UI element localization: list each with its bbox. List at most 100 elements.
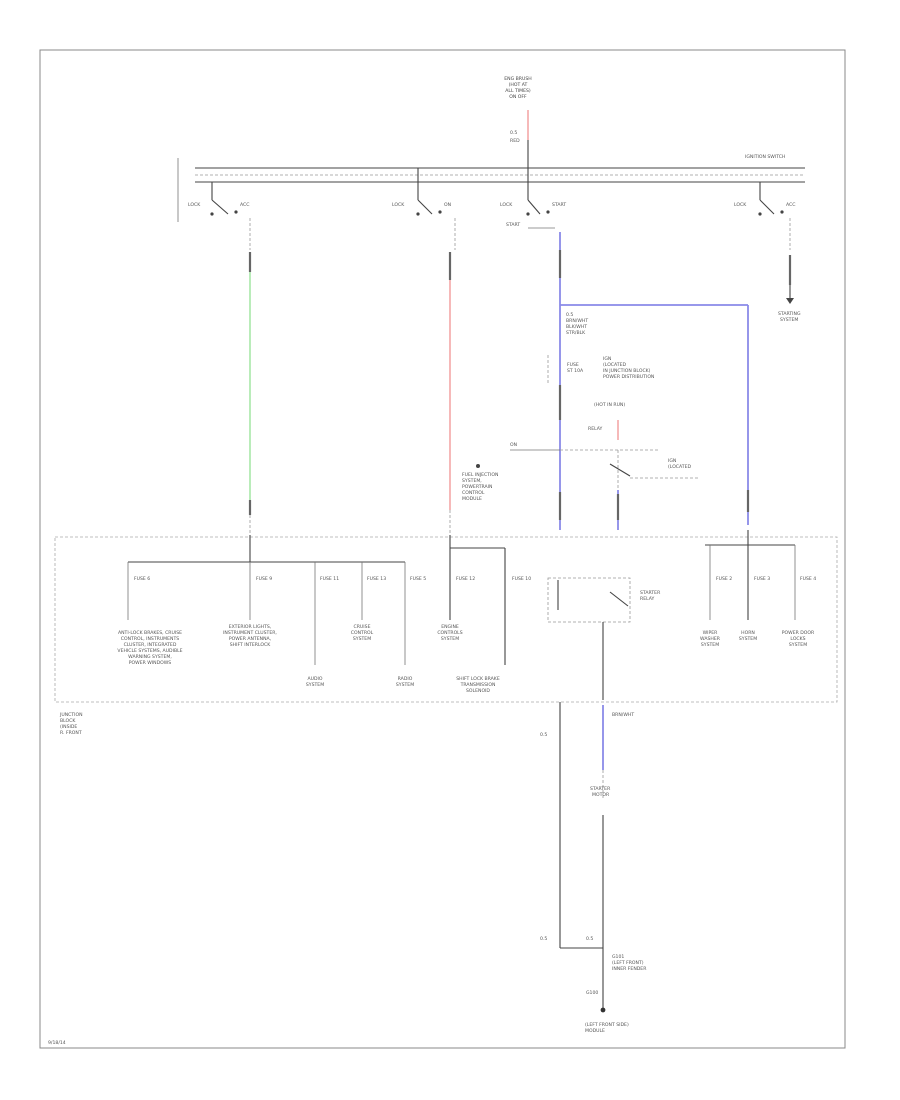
fuse-tag-6: FUSE 12	[456, 576, 475, 582]
ground-point	[600, 1007, 606, 1013]
second-fuse-line-3: POWER ANTENNA,	[229, 636, 272, 642]
junction-block	[54, 536, 838, 703]
starter-relay-1: STARTER	[640, 590, 661, 596]
arrow-down-4	[786, 298, 794, 304]
right2-line-1: HORN	[741, 630, 755, 636]
diagram-frame	[39, 49, 846, 1049]
starter-wire-color: BRN/WHT	[612, 712, 634, 718]
switch-lock-label-4: LOCK	[734, 202, 747, 208]
ground-gauge-left: 0.5	[540, 936, 547, 942]
right1-line-3: SYSTEM	[701, 642, 719, 648]
starter-relay-box	[547, 577, 631, 623]
left-branch-label: ON	[510, 442, 517, 448]
starting-sys-1: STARTING	[778, 311, 801, 317]
fuse-tag-3: FUSE 11	[320, 576, 339, 582]
fuse-tag-10: FUSE 4	[800, 576, 816, 582]
radio-line-2: SYSTEM	[396, 682, 414, 688]
relay-right-1: IGN	[668, 458, 676, 464]
fuse-tag-7: FUSE 10	[512, 576, 531, 582]
right3-line-1: POWER DOOR	[782, 630, 815, 636]
switch-on-label: ON	[444, 202, 451, 208]
switch-contact-1: LOCK ACC	[188, 182, 249, 216]
switch-start-label: START	[552, 202, 566, 208]
ground-label-3: INNER FENDER	[612, 966, 647, 972]
switch-acc-label: ACC	[240, 202, 249, 208]
shift-line-3: SOLENOID	[466, 688, 490, 694]
left-fuse-line-5: WARNING SYSTEM,	[128, 654, 172, 660]
switch-acc-label-4: ACC	[786, 202, 795, 208]
starter-label-1: STARTER	[590, 786, 611, 792]
engine-line-3: SYSTEM	[441, 636, 459, 642]
radio-line-1: RADIO	[398, 676, 413, 682]
fuel-text-4: CONTROL	[462, 490, 485, 496]
second-fuse-line-4: SHIFT INTERLOCK	[230, 642, 271, 648]
engine-block: ENGINE CONTROLS SYSTEM	[437, 624, 462, 642]
starter-wire-label: 0.5	[540, 732, 547, 738]
ground-label-2: (LEFT FRONT)	[612, 960, 644, 966]
junction-label-3: (INSIDE	[60, 724, 77, 730]
fuse-tag-2: FUSE 9	[256, 576, 272, 582]
cruise-block: CRUISE CONTROL SYSTEM	[351, 624, 374, 642]
left-fuse-block: ANTI-LOCK BRAKES, CRUISE CONTROL, INSTRU…	[117, 630, 182, 666]
relay-label-1: IGN	[603, 356, 611, 362]
second-fuse-block: EXTERIOR LIGHTS, INSTRUMENT CLUSTER, POW…	[223, 624, 277, 648]
start-wire-label: START	[506, 222, 520, 228]
blue-box-2: BRN/WHT	[566, 318, 588, 324]
left-fuse-line-1: ANTI-LOCK BRAKES, CRUISE	[118, 630, 182, 636]
audio-line-2: SYSTEM	[306, 682, 324, 688]
audio-line-1: AUDIO	[307, 676, 322, 682]
relay-label-2: (LOCATED	[603, 362, 627, 368]
junction-label-4: R. FRONT	[60, 730, 82, 736]
relay-label-3: IN JUNCTION BLOCK)	[603, 368, 651, 374]
left-fuse-line-3: CLUSTER, INTEGRATED	[124, 642, 177, 648]
source-label-1: ENG BRUSH	[504, 76, 531, 82]
right1-line-1: WIPER	[703, 630, 719, 636]
blue-box-1: 0.5	[566, 312, 573, 318]
fuse-label-2: ST 10A	[567, 368, 584, 374]
junction-label-1: JUNCTION	[59, 712, 83, 718]
fuse-tag-8: FUSE 2	[716, 576, 732, 582]
ignition-switch-label: IGNITION SWITCH	[745, 154, 785, 160]
ground-label-1: G101	[612, 954, 624, 960]
right3-line-3: SYSTEM	[789, 642, 807, 648]
right1-line-2: WASHER	[700, 636, 721, 642]
top-wire-gauge: 0.5	[510, 130, 517, 136]
ground-dot-mid	[476, 464, 480, 468]
switch-lock-label-3: LOCK	[500, 202, 513, 208]
starting-sys-2: SYSTEM	[780, 317, 798, 323]
engine-line-1: ENGINE	[441, 624, 459, 630]
switch-lock-label: LOCK	[188, 202, 201, 208]
left-fuse-line-2: CONTROL, INSTRUMENTS	[121, 636, 180, 642]
fuse-tag-1: FUSE 6	[134, 576, 150, 582]
cruise-line-3: SYSTEM	[353, 636, 371, 642]
relay-switch	[609, 591, 629, 607]
source-label-4: ON OFF	[509, 94, 527, 100]
blue-box-4: STR/BLK	[566, 330, 586, 336]
relay-label-4: POWER DISTRIBUTION	[603, 374, 654, 380]
audio-block: AUDIO SYSTEM	[306, 676, 324, 688]
fuel-text-3: POWERTRAIN	[462, 484, 492, 490]
radio-block: RADIO SYSTEM	[396, 676, 414, 688]
second-fuse-line-2: INSTRUMENT CLUSTER,	[223, 630, 277, 636]
relay-box-label: RELAY	[588, 426, 603, 432]
switch-contact-2: LOCK ON	[392, 168, 451, 216]
shift-line-1: SHIFT LOCK BRAKE	[456, 676, 500, 682]
fuse-tag-5: FUSE 5	[410, 576, 426, 582]
fuse-label-1: FUSE	[567, 362, 579, 368]
starter-label-2: MOTOR	[592, 792, 610, 798]
switch-contact-4: LOCK ACC	[734, 182, 795, 216]
junction-label-2: BLOCK	[60, 718, 76, 724]
blue-box-3: BLK/WHT	[566, 324, 587, 330]
fuel-text-1: FUEL INJECTION	[462, 472, 498, 478]
second-fuse-line-1: EXTERIOR LIGHTS,	[229, 624, 272, 630]
right-block-3: POWER DOOR LOCKS SYSTEM	[782, 630, 815, 648]
ground-gauge-right: 0.5	[586, 936, 593, 942]
engine-line-2: CONTROLS	[437, 630, 462, 636]
fuse-tag-9: FUSE 3	[754, 576, 770, 582]
left-fuse-line-4: VEHICLE SYSTEMS, AUDIBLE	[117, 648, 182, 654]
top-wire-color: RED	[510, 138, 520, 144]
right-block-2: HORN SYSTEM	[739, 630, 757, 642]
source-label-2: (HOT AT	[509, 82, 528, 88]
right2-line-2: SYSTEM	[739, 636, 757, 642]
